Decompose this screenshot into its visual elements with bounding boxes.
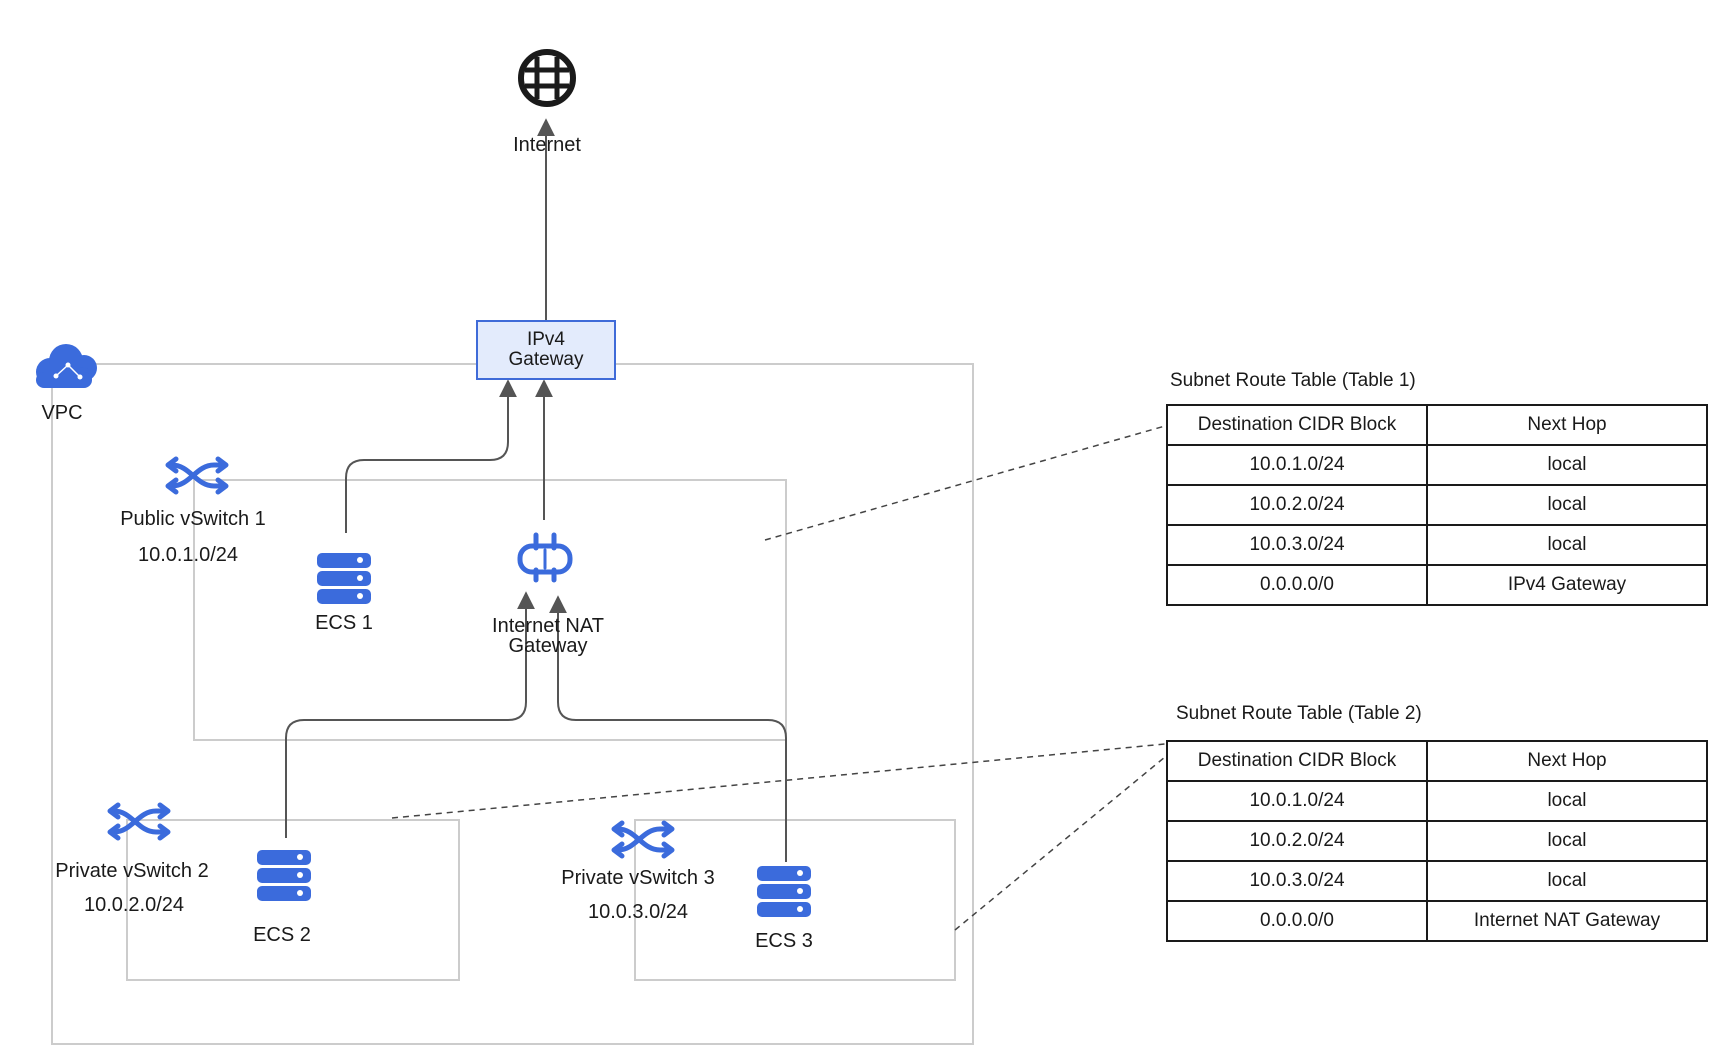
- table-cell: 10.0.2.0/24: [1166, 484, 1428, 526]
- table-header-cell: Next Hop: [1426, 740, 1708, 782]
- route-table-2: Destination CIDR Block Next Hop 10.0.1.0…: [1166, 740, 1708, 942]
- private-vswitch-3-switch-icon: [611, 820, 675, 859]
- table-row: 10.0.3.0/24 local: [1166, 524, 1708, 566]
- public-vswitch-1-cidr: 10.0.1.0/24: [137, 544, 239, 566]
- public-vswitch-1-label: Public vSwitch 1: [120, 508, 266, 530]
- private-vswitch-2-cidr: 10.0.2.0/24: [83, 894, 185, 916]
- route-table-1-title: Subnet Route Table (Table 1): [1170, 370, 1416, 391]
- ecs3-server-icon: [757, 866, 811, 917]
- table-cell: 10.0.2.0/24: [1166, 820, 1428, 862]
- table-cell: local: [1426, 780, 1708, 822]
- table-1-callout-line: [764, 425, 1166, 541]
- table-cell: 10.0.1.0/24: [1166, 780, 1428, 822]
- private-vswitch-2-label: Private vSwitch 2: [55, 860, 209, 882]
- ecs2-to-nat-arrow: [285, 591, 535, 838]
- table-row: 10.0.2.0/24 local: [1166, 484, 1708, 526]
- table-row: 0.0.0.0/0 IPv4 Gateway: [1166, 564, 1708, 606]
- private-vswitch-2-switch-icon: [107, 802, 171, 841]
- ecs1-to-gateway-arrow: [345, 379, 517, 533]
- public-vswitch-1-boundary: [193, 479, 787, 741]
- table-2-callout-line-b: [954, 756, 1166, 931]
- ecs3-to-nat-arrow: [549, 595, 787, 862]
- table-2-callout-line-a: [391, 743, 1166, 819]
- table-header-row: Destination CIDR Block Next Hop: [1166, 740, 1708, 782]
- table-header-cell: Destination CIDR Block: [1166, 404, 1428, 446]
- table-row: 10.0.2.0/24 local: [1166, 820, 1708, 862]
- table-row: 10.0.1.0/24 local: [1166, 780, 1708, 822]
- table-cell: 0.0.0.0/0: [1166, 564, 1428, 606]
- ecs2-server-icon: [257, 850, 311, 901]
- table-cell: local: [1426, 860, 1708, 902]
- private-vswitch-3-cidr: 10.0.3.0/24: [587, 901, 689, 923]
- ecs3-label: ECS 3: [755, 930, 813, 952]
- vpc-label: VPC: [41, 402, 83, 424]
- table-cell: local: [1426, 484, 1708, 526]
- vpc-boundary: [51, 363, 974, 1045]
- table-header-cell: Next Hop: [1426, 404, 1708, 446]
- table-cell: 10.0.1.0/24: [1166, 444, 1428, 486]
- table-cell: local: [1426, 820, 1708, 862]
- route-table-2-title: Subnet Route Table (Table 2): [1176, 703, 1422, 724]
- table-row: 10.0.3.0/24 local: [1166, 860, 1708, 902]
- private-vswitch-3-boundary: [634, 819, 956, 981]
- ipv4-gateway-label: IPv4 Gateway: [508, 329, 584, 370]
- globe-icon: [518, 49, 576, 107]
- table-cell: local: [1426, 444, 1708, 486]
- table-header-row: Destination CIDR Block Next Hop: [1166, 404, 1708, 446]
- table-cell: local: [1426, 524, 1708, 566]
- route-table-1: Destination CIDR Block Next Hop 10.0.1.0…: [1166, 404, 1708, 606]
- table-header-cell: Destination CIDR Block: [1166, 740, 1428, 782]
- table-cell: 0.0.0.0/0: [1166, 900, 1428, 942]
- public-vswitch-1-switch-icon: [165, 456, 229, 495]
- nat-gateway-label: Internet NAT Gateway: [492, 615, 604, 657]
- table-cell: 10.0.3.0/24: [1166, 524, 1428, 566]
- ecs2-label: ECS 2: [253, 924, 311, 946]
- ecs1-server-icon: [317, 553, 371, 604]
- ecs1-label: ECS 1: [315, 612, 373, 634]
- table-cell: IPv4 Gateway: [1426, 564, 1708, 606]
- internet-label: Internet: [513, 134, 581, 156]
- private-vswitch-3-label: Private vSwitch 3: [561, 867, 715, 889]
- table-cell: 10.0.3.0/24: [1166, 860, 1428, 902]
- ipv4-gateway-node[interactable]: IPv4 Gateway: [476, 320, 616, 380]
- table-cell: Internet NAT Gateway: [1426, 900, 1708, 942]
- private-vswitch-2-boundary: [126, 819, 460, 981]
- table-row: 0.0.0.0/0 Internet NAT Gateway: [1166, 900, 1708, 942]
- nat-gateway-icon: [517, 532, 573, 583]
- cloud-network-icon: [36, 344, 97, 388]
- table-row: 10.0.1.0/24 local: [1166, 444, 1708, 486]
